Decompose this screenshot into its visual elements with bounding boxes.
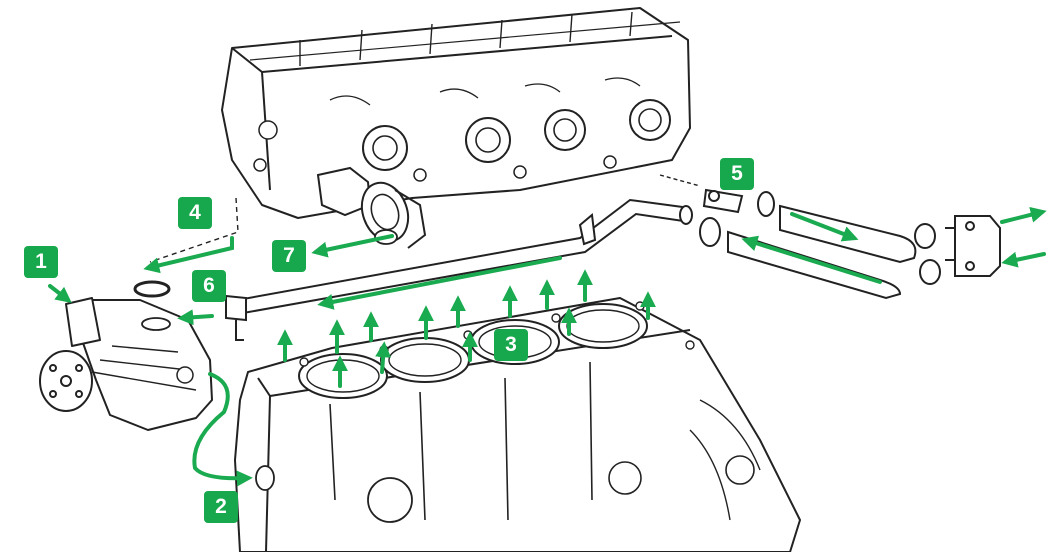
coolant-flow-arrows xyxy=(48,206,1047,487)
flow-arrow-to-pump xyxy=(48,284,72,303)
flow-arrow-hose-return xyxy=(741,235,882,284)
flow-arrow-bypass-pipe xyxy=(317,256,562,310)
flow-arrow-pipe-to-pump xyxy=(177,309,214,326)
dashed-link-line xyxy=(149,197,239,263)
flow-arrow-from-thermostat xyxy=(311,234,394,258)
heater-matrix-connector xyxy=(945,215,1001,277)
callout-badge-5: 5 xyxy=(720,158,754,190)
heater-hoses xyxy=(659,174,941,300)
water-pump xyxy=(39,297,213,431)
callout-badge-7: 7 xyxy=(272,240,306,272)
flow-arrow-hose-out xyxy=(790,212,859,242)
cylinder-head xyxy=(221,7,691,219)
callout-badge-6: 6 xyxy=(192,270,226,302)
callout-badge-2: 2 xyxy=(204,491,238,523)
callout-badge-4: 4 xyxy=(178,197,212,229)
pump-sealing-ring xyxy=(133,280,171,298)
flow-arrow-heater-out xyxy=(1000,206,1047,224)
callout-badge-3: 3 xyxy=(494,329,528,361)
flow-arrow-heater-in xyxy=(1001,251,1046,268)
thermostat-housing xyxy=(316,166,427,249)
flow-arrow-pump-to-block xyxy=(192,372,253,487)
bypass-pipe xyxy=(225,198,693,341)
callout-badge-1: 1 xyxy=(24,246,58,278)
flow-arrow-into-pump xyxy=(143,236,234,274)
flow-arrow-head-5 xyxy=(375,341,392,374)
